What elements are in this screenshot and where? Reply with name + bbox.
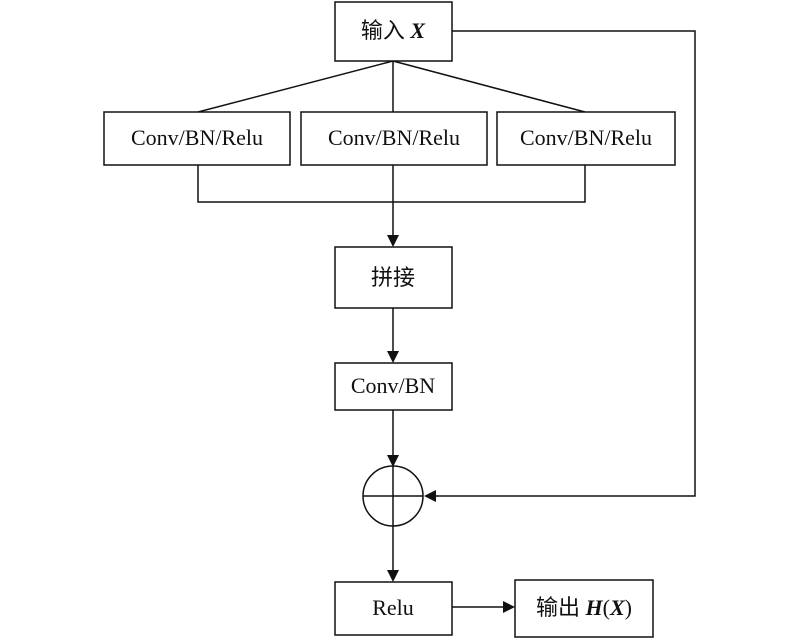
input-label: 输入 X (361, 18, 427, 43)
output-node: 输出 H(X) (514, 579, 654, 638)
edge-input-to-branch-1 (197, 60, 394, 113)
arrowhead-skip (424, 490, 436, 502)
relu-label: Relu (372, 595, 414, 620)
add-node: ⊕ (362, 465, 424, 527)
input-node: 输入 X (334, 1, 453, 62)
edge-skip-connection (434, 30, 696, 497)
arrowhead-add (387, 455, 399, 467)
conv-bn-node: Conv/BN (334, 362, 453, 411)
branch-1-label: Conv/BN/Relu (131, 125, 263, 150)
output-label: 输出 H(X) (536, 595, 632, 620)
concat-node: 拼接 (334, 246, 453, 309)
edge-input-to-branch-3 (392, 60, 586, 113)
arrowhead-concat (387, 235, 399, 247)
conv-bn-label: Conv/BN (351, 373, 435, 398)
branch-2-node: Conv/BN/Relu (300, 111, 488, 166)
edge-branches-merge (197, 165, 586, 203)
relu-node: Relu (334, 581, 453, 636)
branch-3-node: Conv/BN/Relu (496, 111, 676, 166)
concat-label: 拼接 (371, 265, 415, 290)
branch-3-label: Conv/BN/Relu (520, 125, 652, 150)
arrowhead-relu (387, 570, 399, 582)
arrowhead-convbn (387, 351, 399, 363)
arrowhead-output (503, 601, 515, 613)
branch-1-node: Conv/BN/Relu (103, 111, 291, 166)
branch-2-label: Conv/BN/Relu (328, 125, 460, 150)
